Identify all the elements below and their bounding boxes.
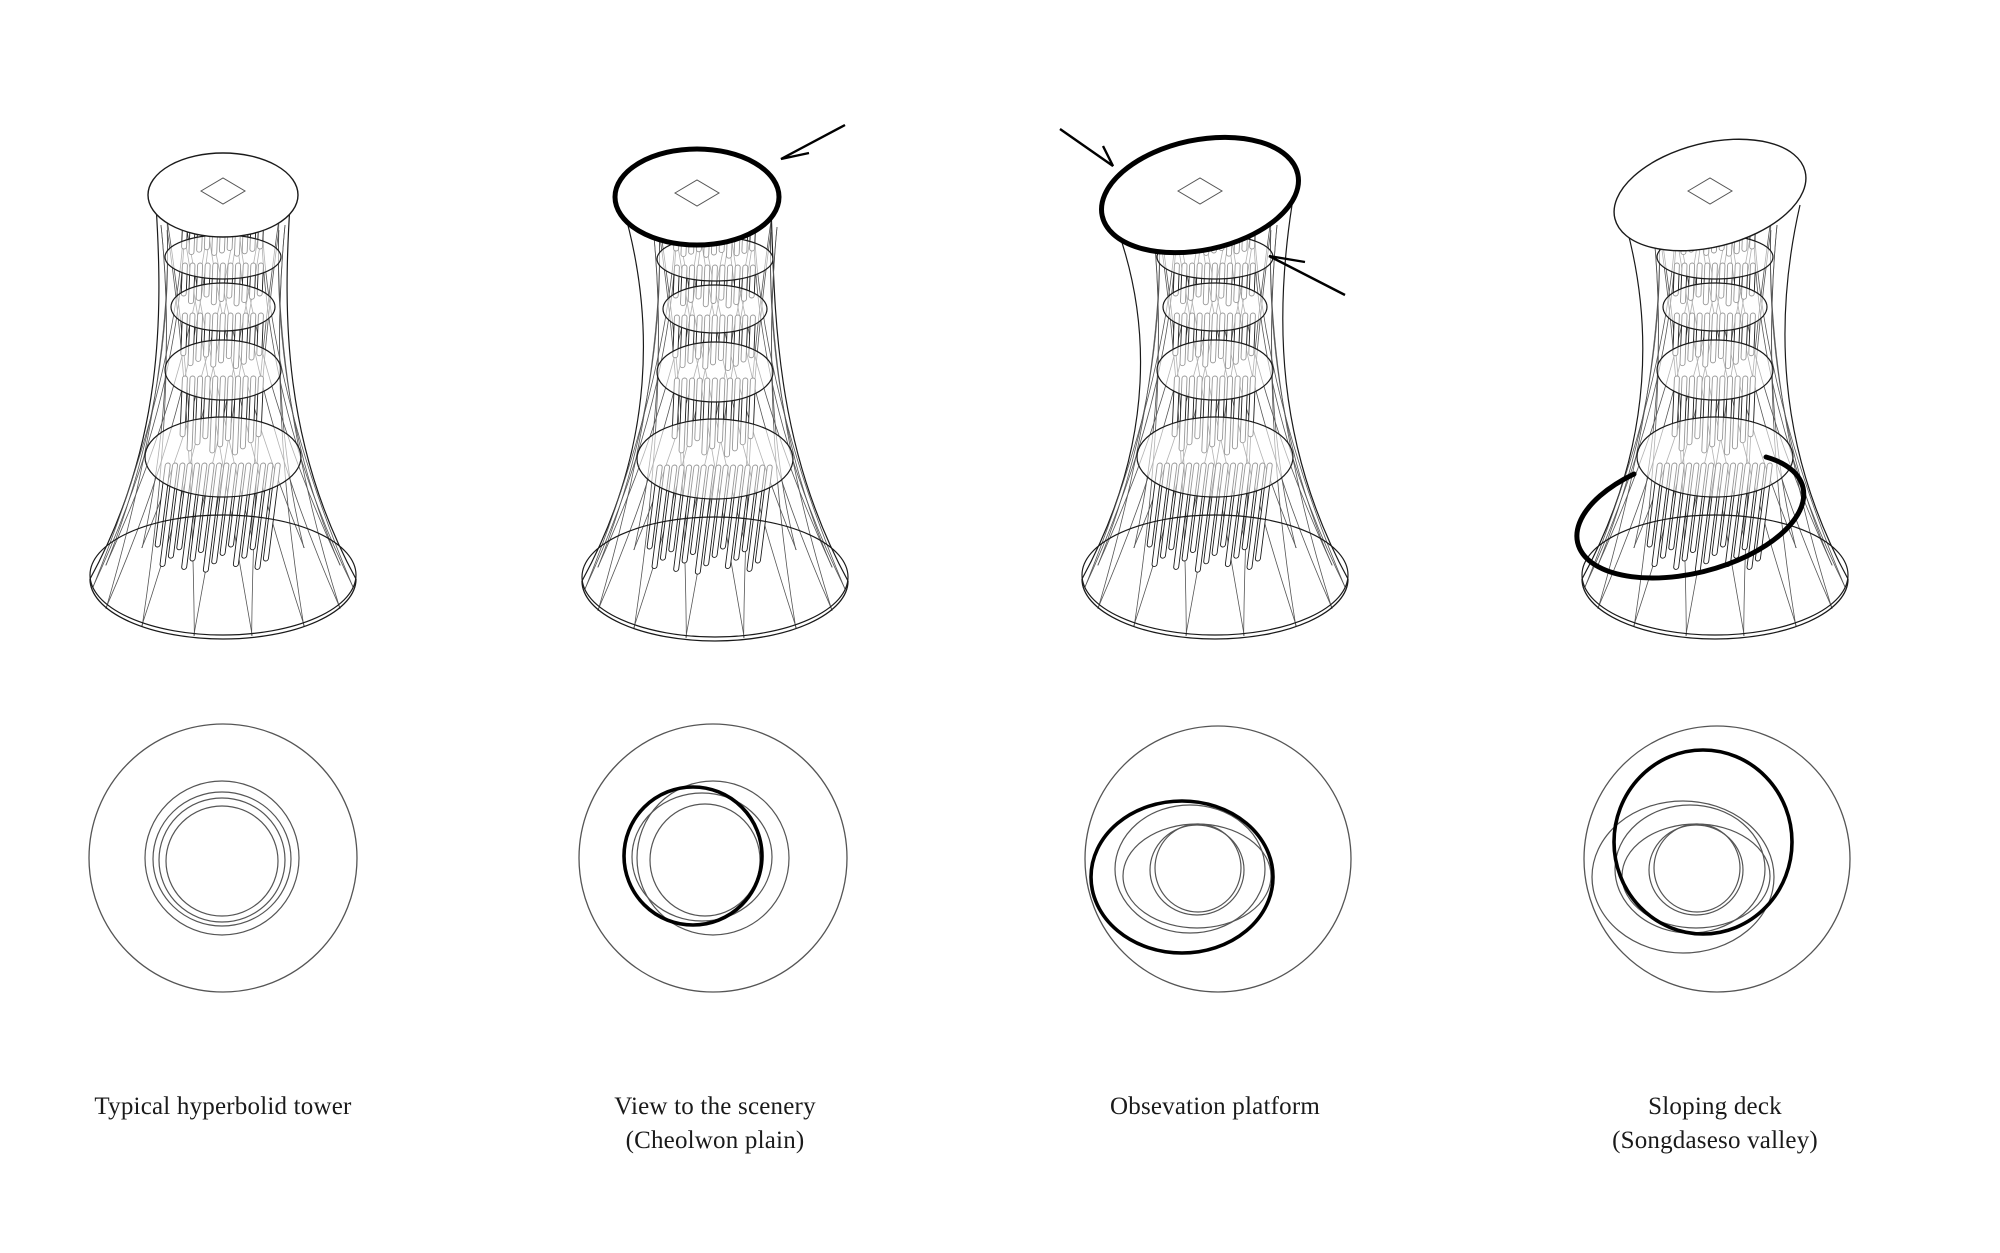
plan-floor-ring [165,805,279,917]
plan-floor-ring [1648,824,1744,916]
tower-plans [88,723,1851,993]
plan-floor-ring [1591,800,1775,954]
plan-view [578,723,848,993]
tower-observation [1059,128,1349,640]
caption-typical: Typical hyperbolid tower [0,1090,453,1124]
tower-profile-right [1784,204,1849,580]
floor-ring-2 [662,284,768,334]
caption-sloping-line1: Sloping deck [1648,1093,1782,1120]
plan-highlight-ring [1089,799,1275,955]
base-rim [1581,578,1849,640]
tower-profile-left [1081,204,1142,580]
top-deck-highlighted [612,146,782,248]
plan-floor-ring [144,780,300,936]
base-rim [1081,578,1349,640]
view-arrow-icon [780,123,846,161]
tower-typical [89,152,357,640]
base-rim [581,580,849,642]
floor-ring-2 [1162,282,1268,332]
plan-typical [88,723,358,993]
floor-ring-5 [89,514,357,636]
plan-highlight-ring [1612,748,1794,936]
caption-observation: Obsevation platform [985,1090,1445,1124]
caption-view: View to the scenery (Cheolwon plain) [485,1090,945,1158]
tower-elevations [89,123,1849,642]
floor-ring-5 [1581,514,1849,636]
caption-sloping-line2: (Songdaseso valley) [1612,1127,1818,1154]
floor-ring-1 [164,234,282,280]
plan-floor-ring [1114,804,1266,934]
roof-hatch-icon [1687,177,1733,205]
plan-outer-footprint [88,723,358,993]
plan-outer-footprint [1583,725,1851,993]
floor-ring-5 [581,516,849,638]
top-deck [147,152,299,238]
floor-ring-3 [164,339,282,401]
plan-floor-ring [158,797,286,923]
plan-floor-ring [1149,824,1245,916]
tower-profile-left [89,204,160,580]
roof-hatch-icon [1177,177,1223,205]
tower-profile-right [1282,204,1349,580]
view-arrow-icon [1268,254,1346,297]
plan-outer-footprint [578,723,848,993]
top-deck-highlighted [1099,134,1301,256]
tower-profile-right [286,204,357,580]
plan-sloping [1583,725,1851,993]
plan-floor-ring [152,791,292,927]
plan-floor-ring [631,792,773,922]
plan-floor-ring [649,803,761,917]
tower-profile-left [1581,204,1644,580]
top-deck [1613,138,1807,252]
caption-observation-line1: Obsevation platform [1109,1093,1320,1120]
floor-ring-2 [1662,282,1768,332]
floor-ring-4 [1136,416,1294,498]
floor-ring-4 [1636,416,1794,498]
plan-outer-footprint [1084,725,1352,993]
plan-floor-ring [1653,823,1741,913]
tower-profile-left [581,206,645,582]
plan-highlight-ring [622,785,764,927]
floor-ring-4 [144,416,302,498]
caption-view-line2: (Cheolwon plain) [625,1127,805,1154]
floor-ring-5 [1081,514,1349,636]
floor-ring-3 [1156,339,1274,401]
caption-sloping: Sloping deck (Songdaseso valley) [1485,1090,1945,1158]
floor-ring-3 [1656,339,1774,401]
roof-hatch-icon [674,179,720,207]
floor-ring-3 [656,341,774,403]
floor-ring-4 [636,418,794,500]
caption-typical-line1: Typical hyperbolid tower [94,1093,352,1120]
tower-profile-right [770,206,849,582]
sloping-deck-highlight [1574,454,1807,581]
plan-observation [1084,725,1352,993]
tower-sloping [1574,138,1849,640]
view-arrow-icon [1059,128,1115,167]
tower-view [581,123,849,642]
roof-hatch-icon [200,177,246,205]
caption-view-line1: View to the scenery [614,1093,816,1120]
base-rim [89,578,357,640]
plan-floor-ring [636,780,790,936]
floor-ring-2 [170,282,276,332]
plan-floor-ring [1154,823,1242,913]
